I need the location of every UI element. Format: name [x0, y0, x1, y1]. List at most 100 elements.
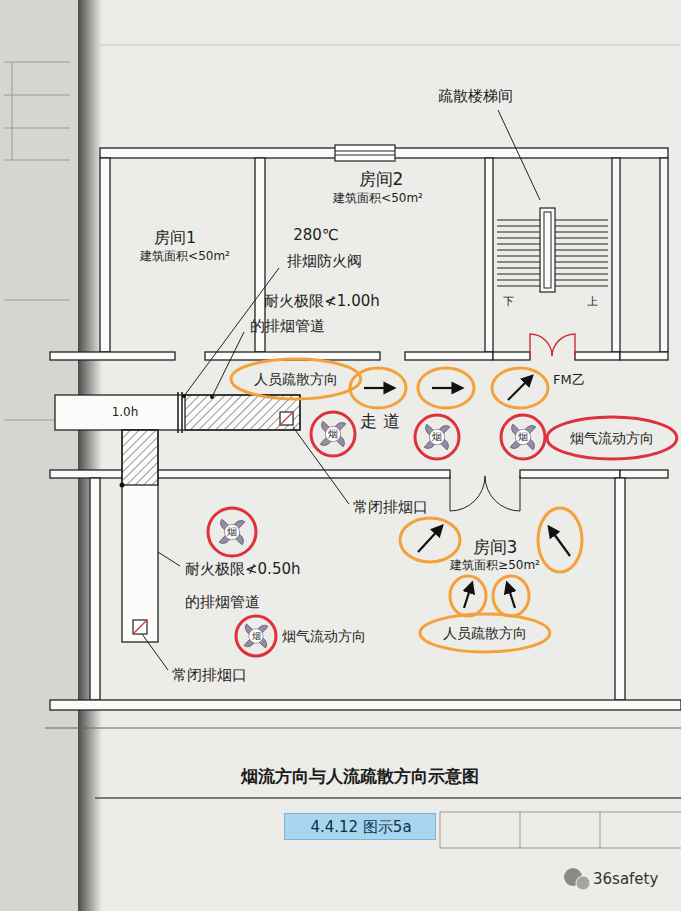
stair-step	[555, 226, 608, 227]
stair-step	[497, 274, 540, 275]
duct-rating: 耐火极限≮0.50h	[185, 561, 300, 578]
smoke-fan-icon	[244, 624, 268, 648]
stair-step	[555, 262, 608, 263]
wall	[100, 158, 110, 352]
callout-ellipse	[420, 614, 550, 652]
stair-step	[497, 256, 540, 257]
stair-well	[540, 208, 555, 292]
stair-step	[497, 286, 540, 287]
smoke-highlight-ring	[236, 616, 276, 656]
evacuation-arrow	[432, 387, 462, 389]
wall	[493, 352, 530, 360]
node-title: 走 道	[360, 412, 399, 432]
smoke-fan-icon	[510, 424, 536, 450]
door-swing	[485, 476, 520, 511]
facing-page-rule	[12, 62, 13, 160]
evacuation-highlight-ring	[492, 368, 548, 408]
fan-mark: 烟	[252, 631, 261, 641]
window	[335, 145, 395, 161]
facing-page-rule	[4, 62, 70, 63]
smoke-vent	[280, 412, 293, 425]
smoke-highlight-ring	[415, 415, 459, 459]
evacuation-arrow	[508, 376, 532, 400]
page-rule	[100, 45, 681, 46]
node-title: 房间1	[154, 229, 196, 247]
stair-step	[497, 280, 540, 281]
leader-dot	[210, 395, 214, 399]
leader-dot	[182, 394, 186, 398]
stair-step	[497, 220, 540, 221]
node-note: 建筑面积<50m²	[333, 192, 423, 206]
figure-number-box: 4.4.12 图示5a	[284, 813, 436, 840]
node-note: 建筑面积≥50m²	[450, 559, 540, 573]
evacuation-arrow	[549, 527, 570, 556]
stair-direction: 上	[587, 296, 598, 309]
stair-step	[497, 250, 540, 251]
damper-temperature: 280℃	[293, 227, 338, 244]
wall	[620, 352, 668, 360]
evacuation-highlight-ring	[418, 368, 474, 408]
fire-damper	[181, 392, 183, 433]
smoke-vent	[280, 412, 293, 425]
evacuation-highlight-ring	[538, 508, 582, 572]
node-title: 烟气流动方向	[570, 430, 654, 446]
fire-door-swing	[552, 334, 575, 356]
table-rule	[440, 812, 681, 813]
wall	[50, 470, 450, 478]
smoke-vent	[133, 620, 147, 634]
evacuation-callout: 人员疏散方向	[229, 357, 363, 401]
stair-step	[497, 268, 540, 269]
stair-well	[544, 212, 551, 288]
wall	[660, 158, 668, 352]
smoke-fan-icon	[424, 424, 450, 450]
duct-dot	[120, 483, 125, 488]
stair-step	[555, 232, 608, 233]
stair-step	[555, 256, 608, 257]
stair-step	[555, 238, 608, 239]
smoke-highlight-ring	[501, 415, 545, 459]
table-rule	[440, 812, 441, 848]
duct-rating-mark: 1.0h	[112, 406, 139, 420]
node-title: 人员疏散方向	[443, 625, 527, 641]
facing-page-rule	[4, 95, 70, 96]
evacuation-callout: 人员疏散方向	[418, 612, 552, 654]
duct-label: 的排烟管道	[250, 318, 325, 335]
fire-door-swing	[530, 334, 552, 356]
node-title: 房间3	[473, 538, 518, 558]
wall	[520, 470, 620, 478]
vent-label: 常闭排烟口	[353, 499, 428, 516]
evacuation-highlight-ring	[493, 576, 529, 616]
evacuation-arrow	[507, 583, 515, 608]
smoke-duct	[122, 430, 158, 642]
wall	[90, 478, 100, 700]
facing-page-rule	[4, 300, 70, 301]
stair-step	[555, 280, 608, 281]
stair-step	[555, 286, 608, 287]
smoke-flow-label: 烟气流动方向	[282, 628, 366, 644]
table-rule	[520, 812, 521, 848]
callout-ellipse	[231, 359, 361, 399]
leader-line	[142, 634, 168, 670]
door-swing	[450, 476, 485, 511]
stair-step	[497, 232, 540, 233]
watermark: 36safety	[593, 871, 658, 888]
duct-label: 的排烟管道	[185, 594, 260, 611]
stair-step	[555, 268, 608, 269]
wall	[405, 352, 493, 360]
stair-step	[497, 262, 540, 263]
smoke-duct-fireproofed	[185, 395, 300, 430]
node-title: 4.4.12 图示5a	[310, 819, 411, 836]
page-rule	[95, 797, 681, 799]
fire-damper	[177, 392, 179, 433]
stair-step	[497, 226, 540, 227]
wall	[50, 352, 175, 360]
node-note: 建筑面积<50m²	[140, 250, 230, 264]
fan-mark: 烟	[227, 526, 237, 538]
wall	[485, 158, 493, 352]
window	[335, 151, 395, 152]
fan-mark: 烟	[432, 431, 442, 443]
evacuation-highlight-ring	[450, 576, 486, 616]
wall	[620, 470, 668, 478]
wall	[50, 700, 681, 710]
